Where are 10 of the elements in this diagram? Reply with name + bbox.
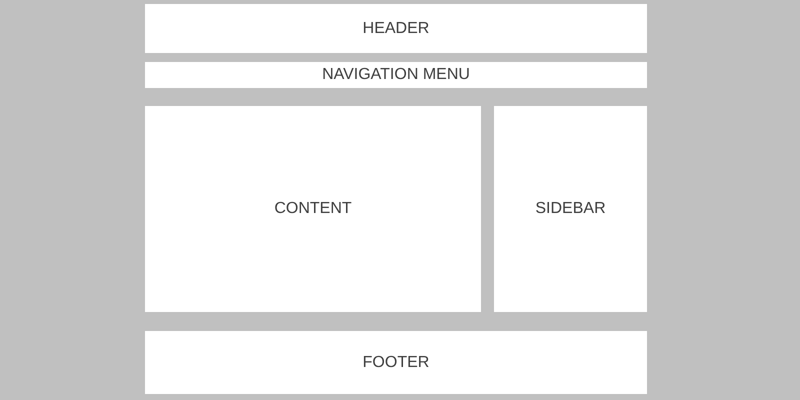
block-label: CONTENT bbox=[274, 201, 352, 217]
layout-block bbox=[145, 331, 647, 394]
block-label: NAVIGATION MENU bbox=[322, 67, 470, 83]
block-label: HEADER bbox=[362, 20, 430, 36]
block-label: SIDEBAR bbox=[535, 201, 606, 217]
layout-block bbox=[145, 4, 647, 53]
block-label: FOOTER bbox=[362, 354, 430, 370]
layout-block bbox=[145, 106, 481, 312]
layout-block bbox=[145, 62, 647, 88]
layout-block bbox=[494, 106, 647, 312]
